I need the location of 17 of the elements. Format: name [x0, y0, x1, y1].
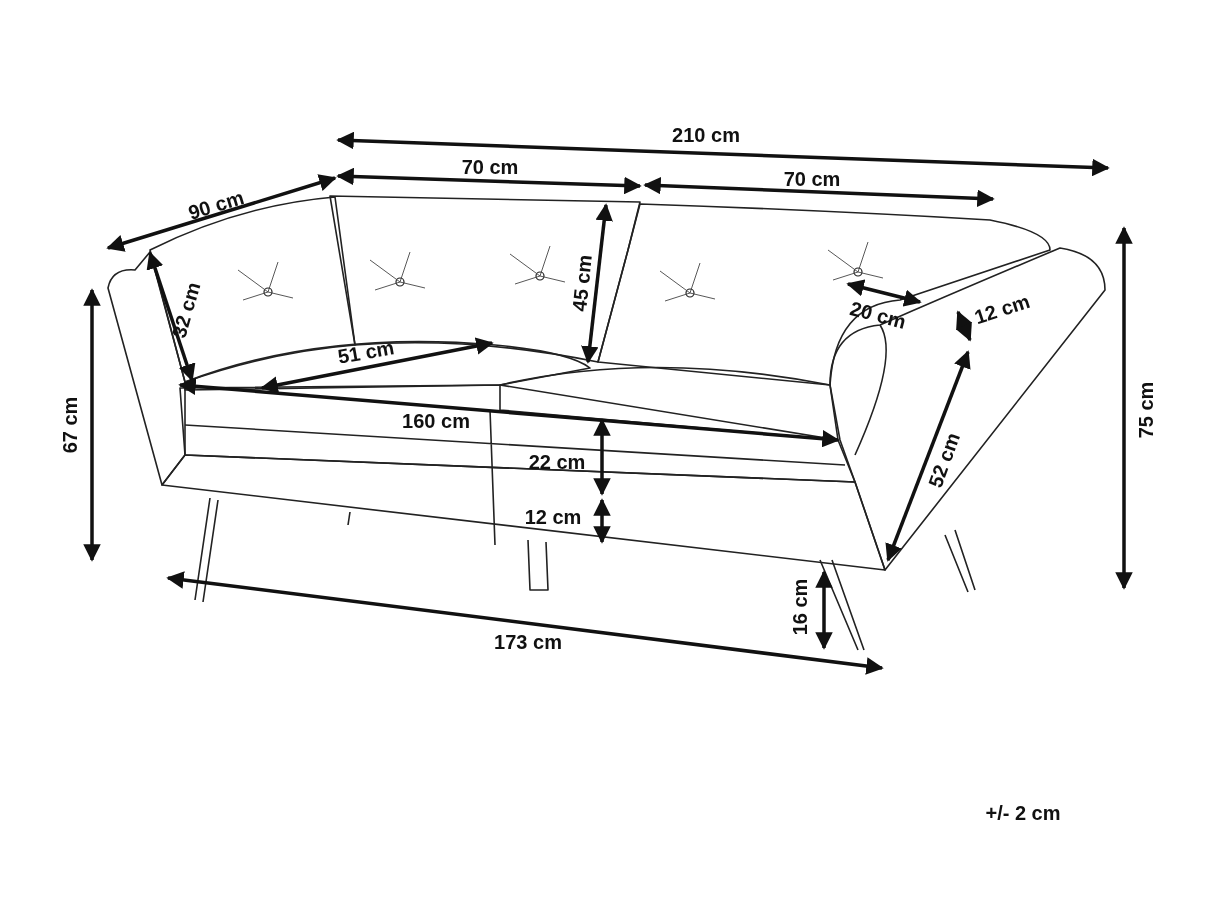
- dimension-label: 51 cm: [336, 337, 396, 367]
- dimension-label: 173 cm: [494, 632, 562, 652]
- dimension-label: 16 cm: [790, 578, 810, 636]
- dimension-label: 12 cm: [524, 507, 582, 527]
- dimension-label: 67 cm: [60, 396, 80, 454]
- dimension-label: 210 cm: [672, 125, 740, 145]
- dimension-label: 20 cm: [848, 298, 908, 332]
- dimension-label: 22 cm: [528, 452, 586, 472]
- dimension-label: 70 cm: [461, 157, 519, 177]
- dimension-label: 52 cm: [924, 429, 964, 491]
- dimension-label: 90 cm: [185, 187, 247, 223]
- dimension-label: 45 cm: [569, 253, 595, 313]
- dimension-label: 12 cm: [971, 290, 1033, 328]
- tolerance-note: +/- 2 cm: [985, 803, 1061, 823]
- dimension-label: 160 cm: [402, 411, 470, 431]
- dimension-label: 70 cm: [783, 169, 841, 189]
- dimension-label: 75 cm: [1136, 381, 1156, 439]
